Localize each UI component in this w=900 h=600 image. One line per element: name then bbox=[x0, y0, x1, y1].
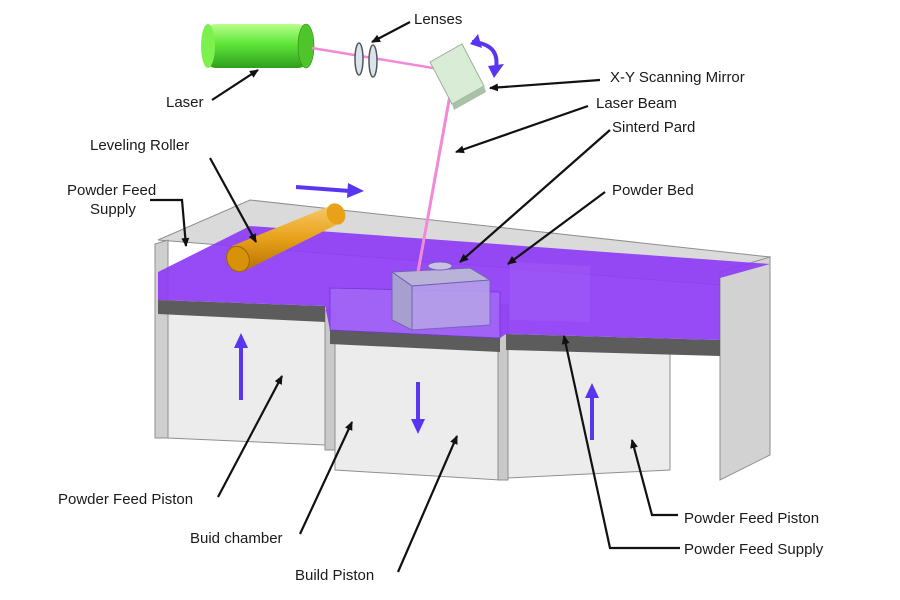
build-plate bbox=[330, 330, 500, 352]
label-lenses: Lenses bbox=[414, 11, 462, 28]
label-laser: Laser bbox=[166, 94, 204, 111]
label-sintered-part: Sinterd Pard bbox=[612, 119, 695, 136]
right-wall bbox=[719, 256, 771, 481]
scanning-mirror bbox=[429, 43, 486, 110]
label-powder-bed: Powder Bed bbox=[612, 182, 694, 199]
right-piston-up-arrow bbox=[585, 383, 599, 440]
label-build-chamber: Buid chamber bbox=[190, 530, 283, 547]
label-laser-beam: Laser Beam bbox=[596, 95, 677, 112]
laser-source bbox=[201, 23, 315, 69]
label-scanning-mirror: X-Y Scanning Mirror bbox=[610, 69, 745, 86]
lenses bbox=[354, 42, 378, 78]
label-powder-feed-piston-right: Powder Feed Piston bbox=[684, 510, 819, 527]
left-piston-up-arrow bbox=[234, 333, 248, 400]
build-piston-down-arrow bbox=[411, 382, 425, 434]
label-powder-feed-supply-left-2: Supply bbox=[90, 201, 136, 218]
roller-motion-arrow bbox=[295, 183, 364, 198]
label-leveling-roller: Leveling Roller bbox=[90, 137, 189, 154]
laser-beam bbox=[311, 46, 452, 273]
feed-plate-right bbox=[506, 334, 720, 356]
sintered-part bbox=[390, 261, 492, 331]
leader-lines bbox=[150, 21, 680, 573]
label-powder-feed-piston-left: Powder Feed Piston bbox=[58, 491, 193, 508]
label-build-piston: Build Piston bbox=[295, 567, 374, 584]
feed-plate-left bbox=[158, 300, 325, 322]
right-feed-panel bbox=[507, 345, 671, 479]
left-feed-panel bbox=[167, 311, 326, 446]
labels: Lenses Laser X-Y Scanning Mirror Laser B… bbox=[58, 11, 824, 584]
mirror-rotation-arrow bbox=[471, 40, 499, 69]
leveling-roller bbox=[226, 203, 346, 273]
label-powder-feed-supply-left-1: Powder Feed bbox=[67, 182, 156, 199]
label-powder-feed-supply-right: Powder Feed Supply bbox=[684, 541, 824, 558]
